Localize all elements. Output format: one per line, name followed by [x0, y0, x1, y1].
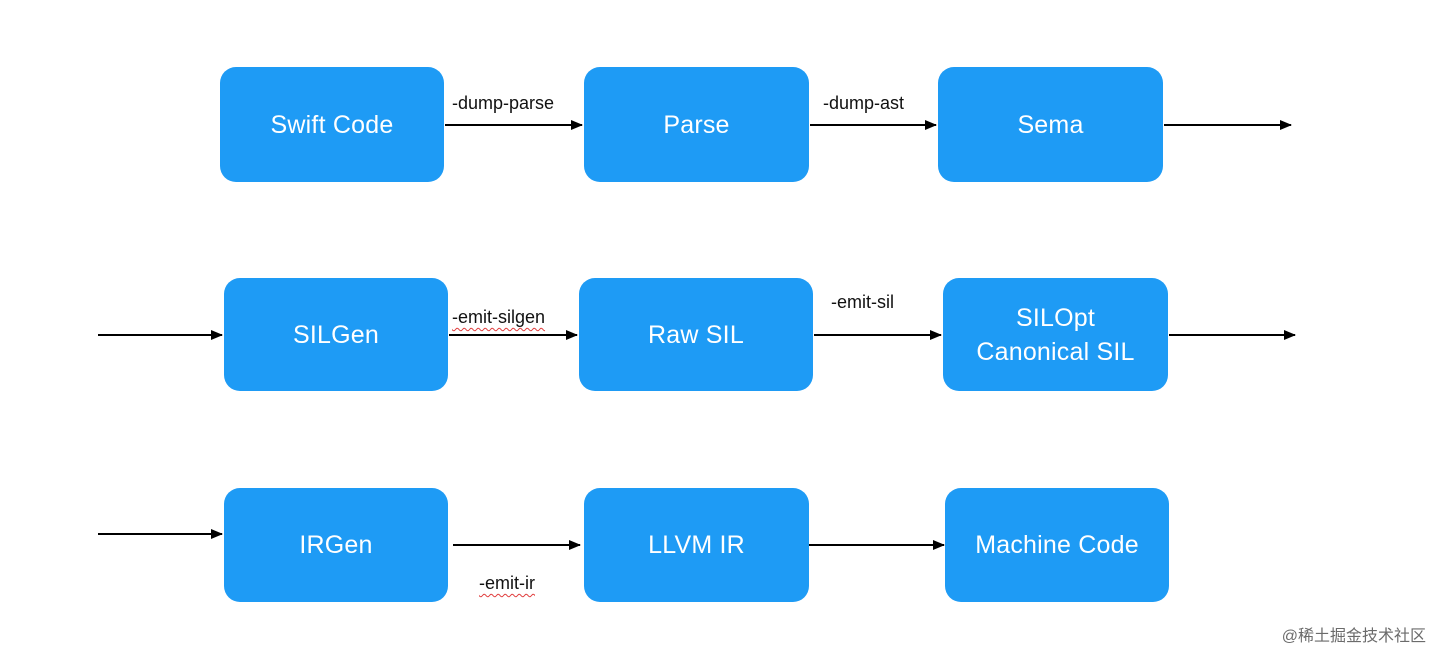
node-silopt-label: SILOpt Canonical SIL: [976, 303, 1135, 366]
edge-label-dump-parse: -dump-parse: [452, 93, 555, 113]
node-machine-code-label: Machine Code: [975, 531, 1139, 559]
node-silopt-canonical-sil: SILOpt Canonical SIL: [943, 278, 1168, 391]
node-raw-sil: Raw SIL: [579, 278, 813, 391]
node-swift-code: Swift Code: [220, 67, 444, 182]
node-irgen-label: IRGen: [299, 531, 373, 559]
node-parse-label: Parse: [663, 110, 730, 139]
node-sema-label: Sema: [1017, 110, 1084, 139]
node-swift-code-label: Swift Code: [270, 110, 394, 139]
node-machine-code: Machine Code: [945, 488, 1169, 602]
edge-label-emit-silgen: -emit-silgen: [452, 307, 546, 327]
node-parse: Parse: [584, 67, 809, 182]
node-llvm-ir-label: LLVM IR: [648, 531, 745, 559]
edge-label-emit-ir: -emit-ir: [479, 573, 535, 593]
node-silgen-label: SILGen: [293, 320, 379, 349]
node-sema: Sema: [938, 67, 1163, 182]
watermark-text: @稀土掘金技术社区: [1281, 628, 1426, 645]
node-raw-sil-label: Raw SIL: [648, 320, 744, 349]
node-silgen: SILGen: [224, 278, 448, 391]
edge-label-dump-ast: -dump-ast: [823, 93, 905, 113]
edge-label-emit-sil: -emit-sil: [831, 292, 894, 312]
node-irgen: IRGen: [224, 488, 448, 602]
node-llvm-ir: LLVM IR: [584, 488, 809, 602]
